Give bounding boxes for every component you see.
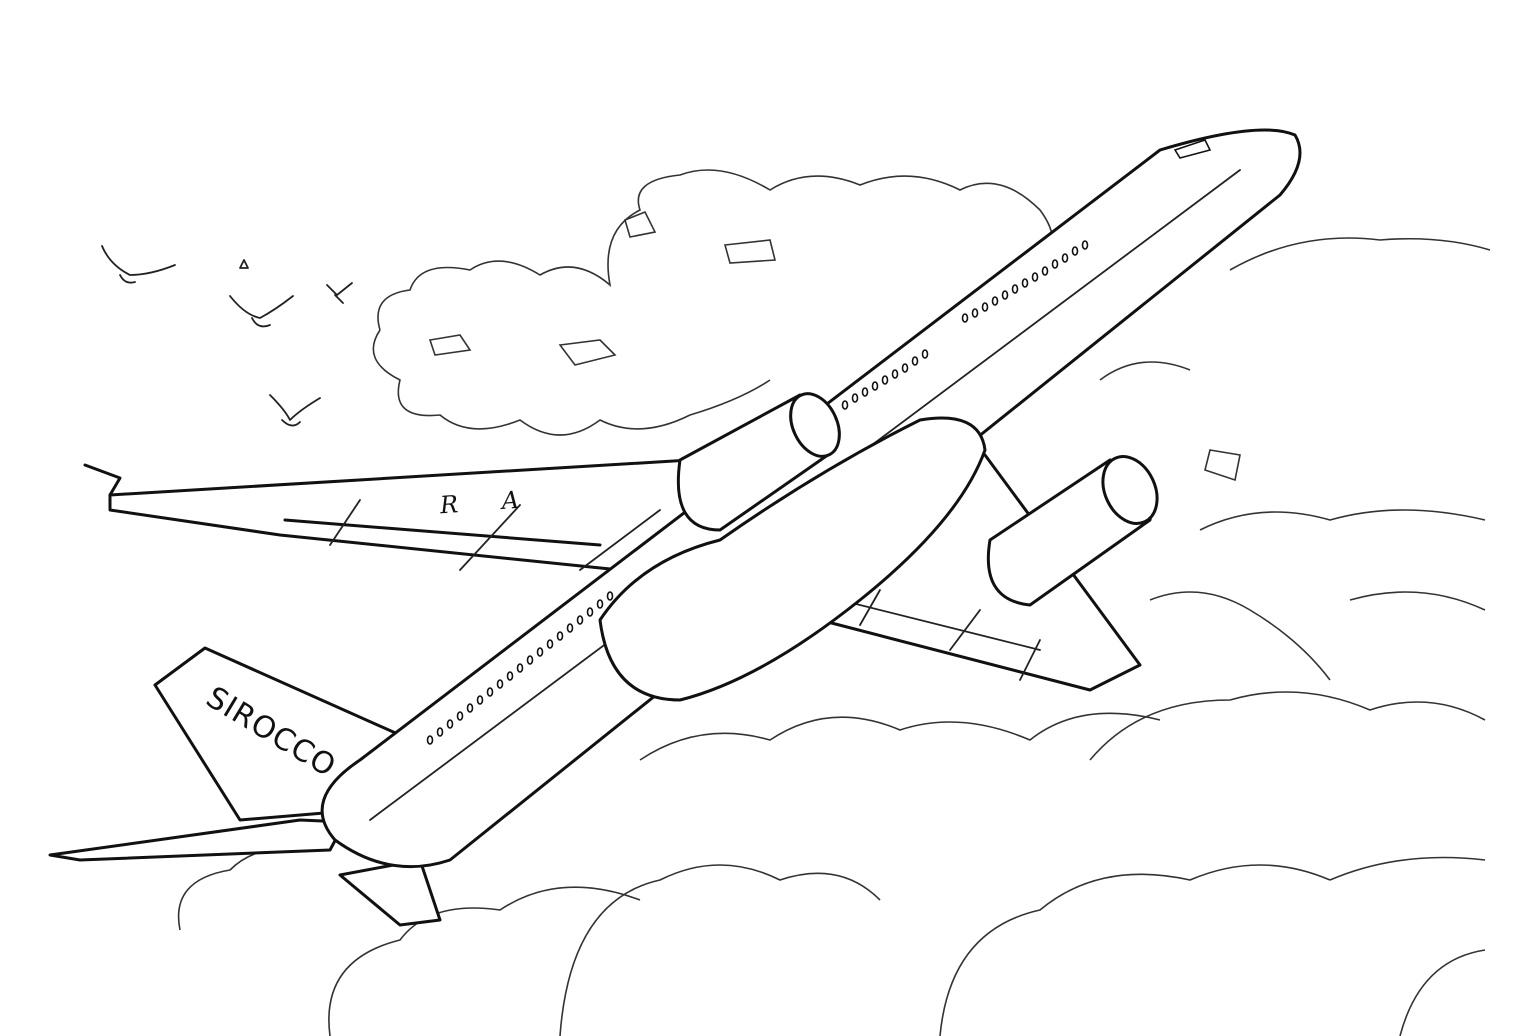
- bird-3: [229, 295, 294, 328]
- cloud-bottom: [177, 691, 1486, 1036]
- tail-horizontal: [48, 818, 442, 927]
- wing-left: [83, 458, 702, 572]
- bird-5: [269, 394, 321, 427]
- windows-forward: [841, 240, 1089, 410]
- bird-1: [101, 245, 176, 284]
- cloud-right: [1099, 237, 1491, 681]
- engine-left: [676, 392, 841, 532]
- windows-aft: [426, 591, 614, 745]
- birds: [101, 245, 353, 427]
- engine-right: [986, 455, 1159, 607]
- cloud-upper: [372, 169, 1054, 436]
- belly-fairing: [598, 416, 987, 702]
- bird-4: [326, 282, 353, 304]
- bird-2: [239, 259, 249, 269]
